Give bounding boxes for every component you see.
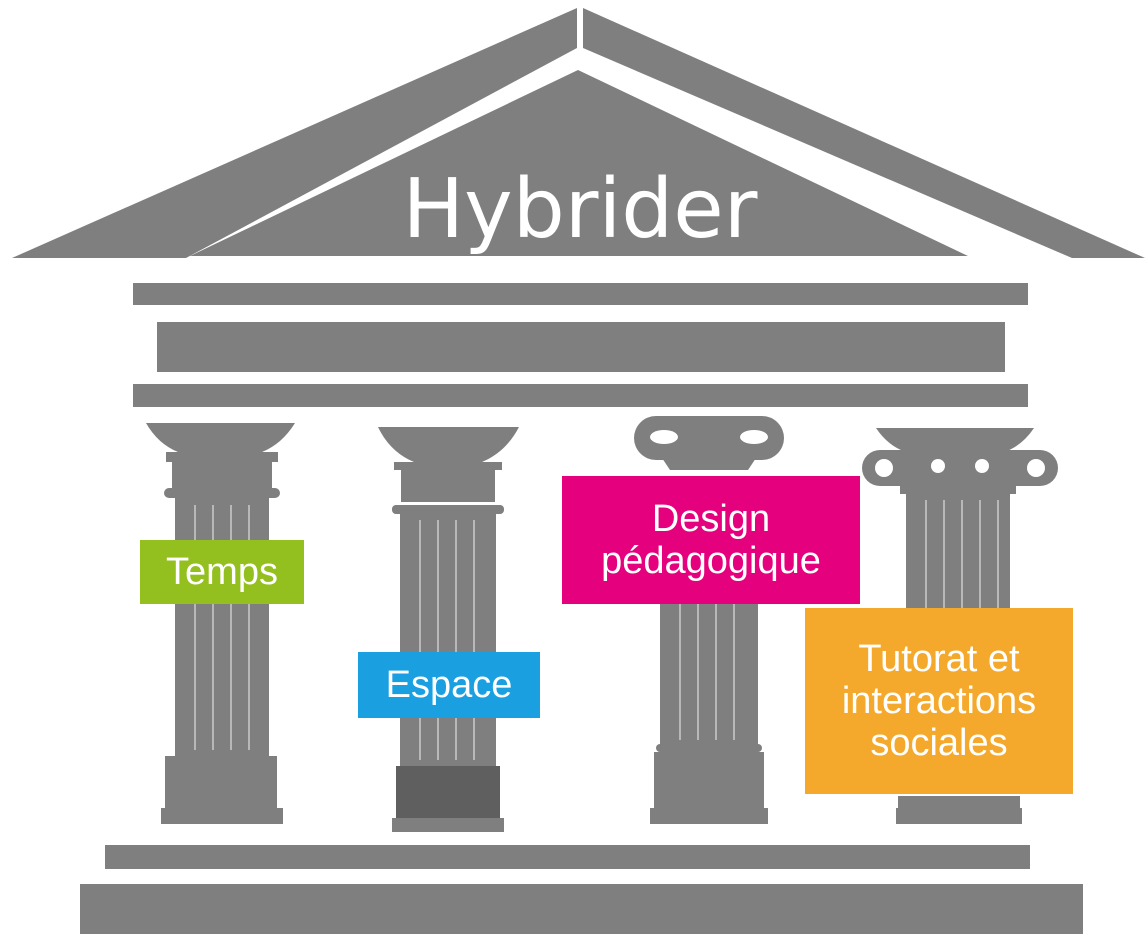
entablature-top-band xyxy=(133,283,1028,305)
entablature-frieze xyxy=(157,322,1005,372)
label-line: sociales xyxy=(870,722,1008,764)
label-line: pédagogique xyxy=(601,540,821,582)
base-step-bottom xyxy=(80,884,1083,934)
entablature-bottom-band xyxy=(133,384,1028,407)
roof-right-slope xyxy=(583,8,1145,258)
base xyxy=(80,845,1083,934)
label-line: Espace xyxy=(385,664,513,706)
base-step-top xyxy=(105,845,1030,869)
pillar-label-temps: Temps xyxy=(140,540,304,604)
pillar-2 xyxy=(378,427,519,832)
pillar-4 xyxy=(862,428,1058,824)
roof-left-slope xyxy=(12,8,577,258)
roof-pediment xyxy=(190,70,968,256)
label-line: interactions xyxy=(841,680,1037,722)
pillar-label-espace: Espace xyxy=(358,652,540,718)
pillar-label-tutorat: Tutorat et interactions sociales xyxy=(805,608,1073,794)
pillar-1 xyxy=(146,423,295,824)
roof xyxy=(12,8,1145,258)
label-line: Design xyxy=(651,498,771,540)
pillar-3 xyxy=(634,416,784,824)
entablature xyxy=(133,283,1028,407)
label-line: Tutorat et xyxy=(858,638,1020,680)
pillar-label-design-pedagogique: Design pédagogique xyxy=(562,476,860,604)
diagram-title: Hybrider xyxy=(402,162,758,257)
label-line: Temps xyxy=(166,551,278,593)
